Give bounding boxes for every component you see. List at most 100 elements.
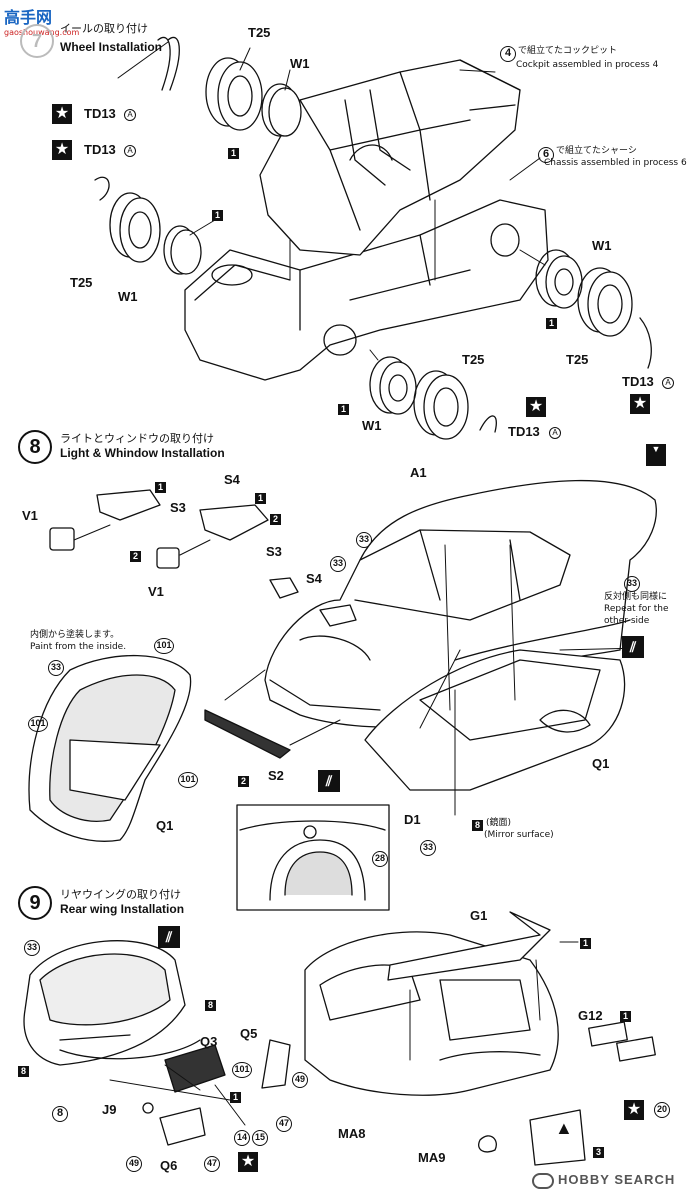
- paint-number: 33: [356, 532, 372, 548]
- cockpit-drawing: [259, 59, 521, 256]
- step8-jp-title: ライトとウィンドウの取り付け: [60, 432, 214, 445]
- watermark-logo-text: 高手网: [4, 8, 53, 27]
- process-number-4: 4: [500, 46, 516, 62]
- part-count-badge: 1: [155, 482, 166, 493]
- note-chassis-jp: で組立てたシャーシ: [556, 146, 637, 156]
- star-icon: ★: [52, 104, 72, 124]
- chassis-drawing: [184, 199, 549, 381]
- repeat-note-jp: 反対側も同様に: [604, 592, 668, 602]
- paint-brush-icon: ⫽: [158, 926, 180, 948]
- note-cockpit-en: Cockpit assembled in process 4: [516, 60, 659, 70]
- part-count-badge: 1: [546, 318, 557, 329]
- mirror-note-jp: (鏡面): [486, 818, 512, 828]
- paint-number: 47: [276, 1116, 292, 1132]
- label-s4-b: S4: [306, 571, 322, 586]
- label-t25-top: T25: [248, 25, 271, 40]
- process-number-6: 6: [538, 147, 554, 163]
- paint-number: 101: [232, 1062, 252, 1078]
- paint-brush-icon: ⫽: [318, 770, 340, 792]
- paint-note-en: Paint from the inside.: [30, 642, 127, 652]
- tail-lights-step9: [142, 1021, 656, 1166]
- paint-number: 49: [292, 1072, 308, 1088]
- circled-a: A: [124, 145, 136, 157]
- part-count-badge: 2: [238, 776, 249, 787]
- label-j9: J9: [102, 1102, 117, 1117]
- label-s3-b: S3: [266, 544, 282, 559]
- step8-number-badge: 8: [18, 430, 52, 464]
- label-t25-right: T25: [566, 352, 589, 367]
- label-w1-top: W1: [290, 56, 310, 71]
- label-q3: Q3: [200, 1034, 218, 1049]
- step9-number-badge: 9: [18, 886, 52, 920]
- label-t25-left: T25: [70, 275, 93, 290]
- label-s3-a: S3: [170, 500, 186, 515]
- paint-number: 33: [330, 556, 346, 572]
- repeat-note-en-1: Repeat for the: [604, 604, 669, 614]
- windshield-drawing: [28, 654, 192, 842]
- rear-deck-drawing: [23, 940, 201, 1066]
- circled-a: A: [662, 377, 674, 389]
- label-g12: G12: [578, 1008, 603, 1023]
- label-td13-b: TD13: [84, 142, 116, 157]
- step7-en-title: Wheel Installation: [60, 40, 163, 54]
- part-count-badge: 1: [338, 404, 349, 415]
- label-td13-a: TD13: [84, 106, 116, 121]
- step9-en-title: Rear wing Installation: [60, 902, 185, 916]
- part-count-badge: 1: [580, 938, 591, 949]
- part-count-badge: 1: [230, 1092, 241, 1103]
- part-count-badge: 3: [593, 1147, 604, 1158]
- paint-note-jp: 内側から塗装します。: [30, 630, 120, 640]
- part-count-badge: 8: [472, 820, 483, 831]
- repeat-note-en-2: other side: [604, 616, 650, 626]
- label-ma9: MA9: [418, 1150, 446, 1165]
- paint-number: 8: [52, 1106, 68, 1122]
- hobby-search-brand: HOBBY SEARCH: [532, 1172, 675, 1189]
- part-count-badge: 2: [130, 551, 141, 562]
- label-s4-a: S4: [224, 472, 240, 487]
- part-count-badge: 1: [255, 493, 266, 504]
- label-t25-bottom: T25: [462, 352, 485, 367]
- label-g1: G1: [470, 908, 488, 923]
- label-w1-left: W1: [118, 289, 138, 304]
- label-q6: Q6: [160, 1158, 178, 1173]
- paint-number: 49: [126, 1156, 142, 1172]
- note-cockpit-jp: で組立てたコックピット: [518, 46, 618, 56]
- circled-a: A: [124, 109, 136, 121]
- label-a1: A1: [410, 465, 427, 480]
- label-td13-right: TD13: [622, 374, 654, 389]
- paint-number: 14: [234, 1130, 250, 1146]
- paint-number: 20: [654, 1102, 670, 1118]
- circled-a: A: [549, 427, 561, 439]
- star-icon: ★: [630, 394, 650, 414]
- label-td13-bottom: TD13: [508, 424, 540, 439]
- hobby-search-logo-icon: [532, 1172, 554, 1189]
- part-count-badge: 8: [205, 1000, 216, 1011]
- paint-number: 33: [24, 940, 40, 956]
- label-q5: Q5: [240, 1026, 258, 1041]
- paint-brush-icon: ⫽: [622, 636, 644, 658]
- lights-step8: [49, 489, 357, 759]
- paint-number: 33: [624, 576, 640, 592]
- paint-number: 101: [154, 638, 174, 654]
- rear-car-drawing: [304, 911, 559, 1096]
- step9-jp-title: リヤウイングの取り付け: [60, 888, 181, 901]
- step8-en-title: Light & Whindow Installation: [60, 446, 225, 460]
- label-w1-bottom: W1: [362, 418, 382, 433]
- mold-symbol-icon: ▲: [555, 1118, 573, 1138]
- paint-number: 47: [204, 1156, 220, 1172]
- wheels-step7: [94, 37, 652, 440]
- hobby-search-text: HOBBY SEARCH: [558, 1172, 676, 1187]
- paint-number: 28: [372, 851, 388, 867]
- clamp-icon: ▼: [646, 444, 666, 466]
- star-icon: ★: [624, 1100, 644, 1120]
- star-icon: ★: [52, 140, 72, 160]
- paint-number: 33: [420, 840, 436, 856]
- label-v1-b: V1: [148, 584, 164, 599]
- paint-number: 15: [252, 1130, 268, 1146]
- label-d1: D1: [404, 812, 421, 827]
- label-v1-a: V1: [22, 508, 38, 523]
- part-count-badge: 2: [270, 514, 281, 525]
- window-glass-drawing: [364, 649, 626, 791]
- label-q1-b: Q1: [156, 818, 174, 833]
